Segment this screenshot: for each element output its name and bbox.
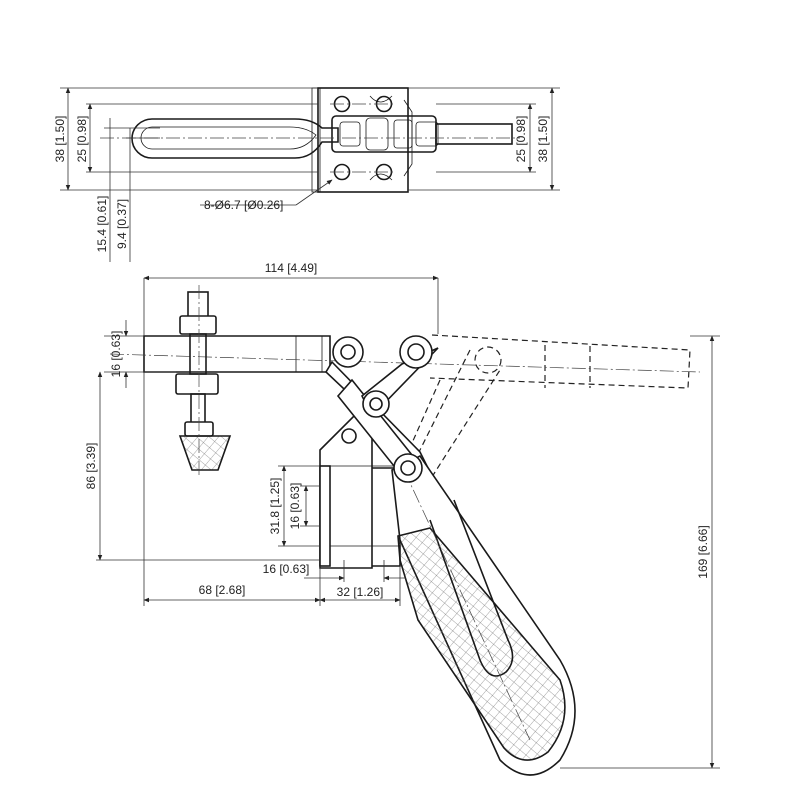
pivot-hole-icon <box>341 428 357 444</box>
side-view: 114 [4.49] 16 [0.63] 86 [3.39] 31.8 [1.2… <box>84 261 720 776</box>
dim-spindle-offset-2: 9.4 [0.37] <box>115 199 129 249</box>
dim-arm-reach: 114 [4.49] <box>265 261 318 275</box>
dim-overall-height-right: 38 [1.50] <box>536 116 550 163</box>
rubber-tip-icon <box>178 435 232 471</box>
dim-arm-height-right: 25 [0.98] <box>514 116 528 163</box>
dim-base-hole-height: 16 [0.63] <box>288 483 302 530</box>
dim-mount-holes: 8-Ø6.7 [Ø0.26] <box>204 198 283 212</box>
dim-arm-height: 86 [3.39] <box>84 443 98 490</box>
dim-overall-height: 169 [6.66] <box>696 525 710 578</box>
pivot-pin-icon <box>340 344 356 360</box>
dim-overall-height-left: 38 [1.50] <box>53 116 67 163</box>
pivot-pin-icon <box>400 460 416 476</box>
dim-spindle-to-base: 68 [2.68] <box>199 583 246 597</box>
pivot-pin-icon <box>407 343 425 361</box>
pivot-pin-icon <box>369 397 383 411</box>
dim-base-height: 31.8 [1.25] <box>268 478 282 535</box>
dim-arm-height-left: 25 [0.98] <box>75 116 89 163</box>
dim-spindle-offset-1: 15.4 [0.61] <box>95 196 109 253</box>
dim-base-hole-spacing: 32 [1.26] <box>337 585 384 599</box>
top-view: 38 [1.50] 25 [0.98] 38 [1.50] 25 [0.98] … <box>53 87 560 262</box>
dim-arm-thickness: 16 [0.63] <box>109 331 123 378</box>
handle-grip-icon <box>397 527 566 761</box>
dim-base-hole-offset: 16 [0.63] <box>263 562 310 576</box>
